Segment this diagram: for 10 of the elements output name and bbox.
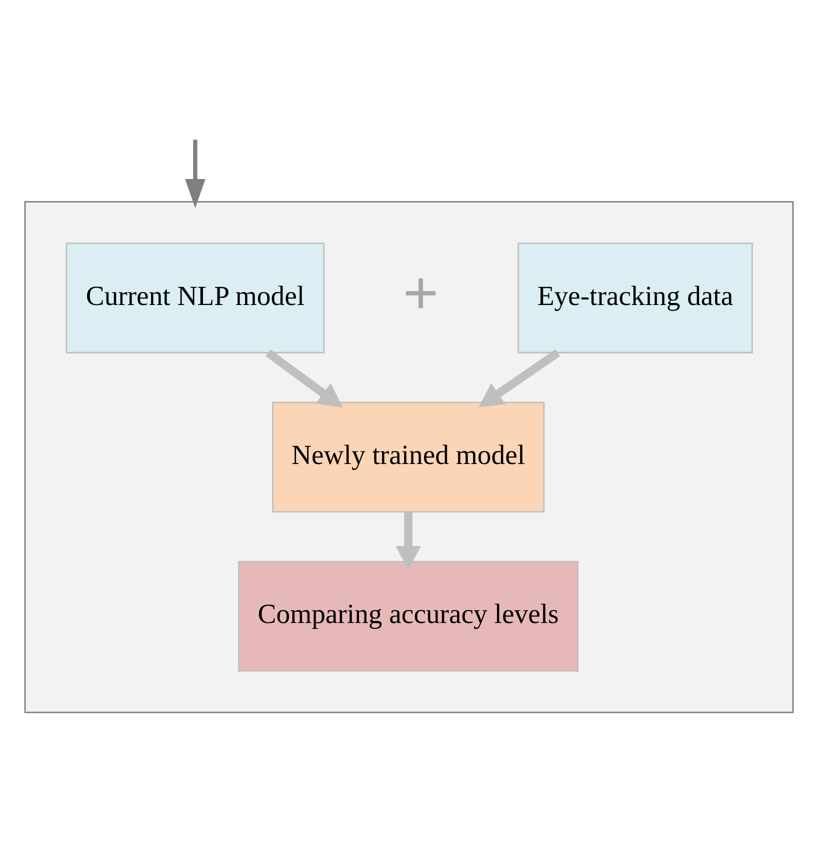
label: +: [402, 258, 439, 326]
arrow: [185, 140, 206, 208]
node-box: Newly trained model: [272, 402, 545, 512]
cluster: [24, 201, 794, 714]
node-box: Comparing accuracy levels: [238, 560, 578, 672]
node-box: Current NLP model: [66, 242, 325, 354]
arrow: [396, 512, 421, 570]
arrow: [266, 349, 343, 408]
arrow: [478, 349, 560, 408]
node-box: Eye-tracking data: [518, 242, 753, 354]
